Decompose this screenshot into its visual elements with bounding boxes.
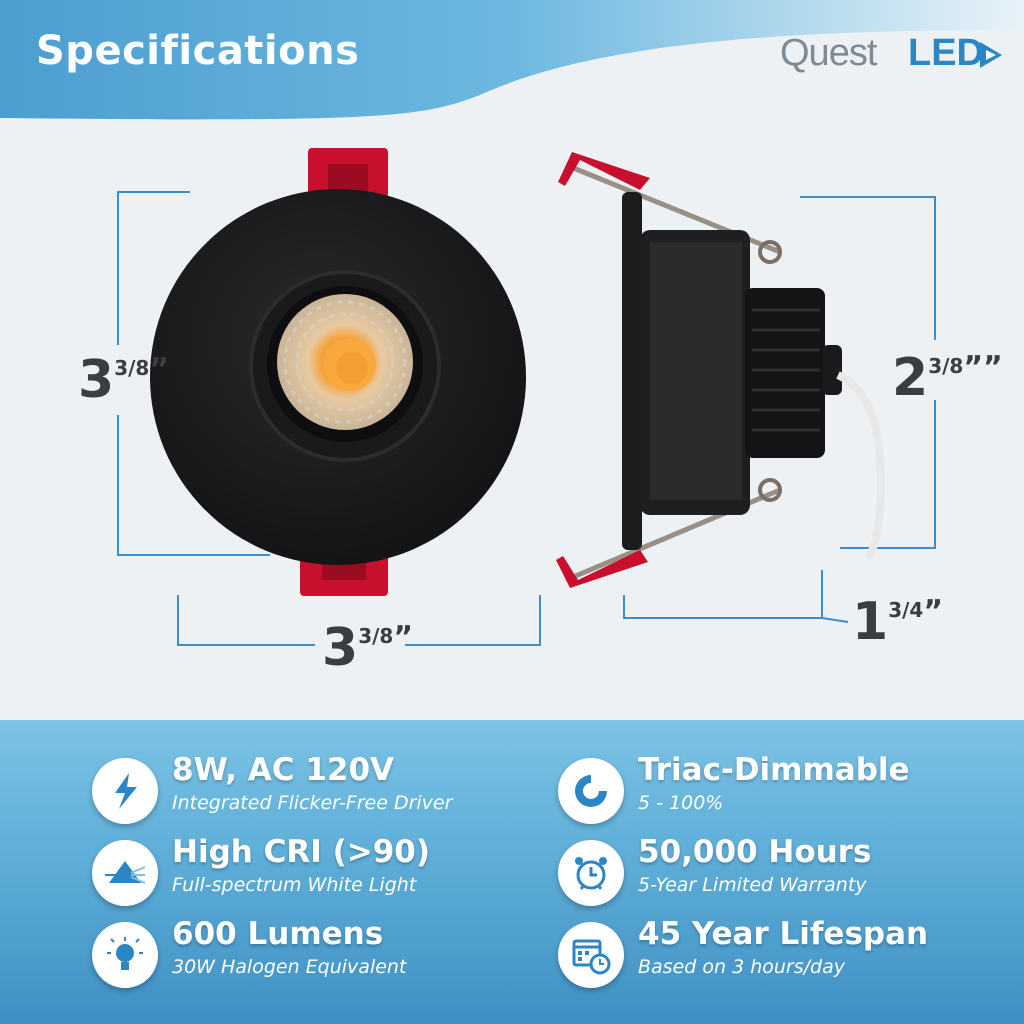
- feature-lumens: 600 Lumens 30W Halogen Equivalent: [92, 916, 532, 998]
- calendar-clock-icon: [558, 922, 624, 988]
- feature-dimmable: Triac-Dimmable 5 - 100%: [558, 752, 998, 834]
- side-fixture: [556, 152, 885, 588]
- dimmer-dial-icon: [558, 758, 624, 824]
- page-title: Specifications: [36, 28, 360, 74]
- feature-lifespan: 45 Year Lifespan Based on 3 hours/day: [558, 916, 998, 998]
- feature-hours: 50,000 Hours 5-Year Limited Warranty: [558, 834, 998, 916]
- product-illustration: 33/8” 33/8” 23/8”” 13/4”: [0, 130, 1024, 720]
- header-wave: [0, 0, 1024, 120]
- side-height-label: 23/8””: [892, 348, 1003, 408]
- light-bulb-icon: [92, 922, 158, 988]
- front-height-label: 33/8”: [78, 350, 170, 410]
- play-arrow-icon: [980, 42, 1002, 68]
- lightning-bolt-icon: [92, 758, 158, 824]
- feature-cri: High CRI (>90) Full-spectrum White Light: [92, 834, 532, 916]
- front-width-label: 33/8”: [322, 618, 414, 678]
- side-depth-line: [623, 570, 849, 623]
- brand-suffix: LED: [908, 32, 984, 74]
- features-panel: 8W, AC 120V Integrated Flicker-Free Driv…: [0, 720, 1024, 1024]
- fixture-drawings: [117, 148, 936, 646]
- side-depth-label: 13/4”: [852, 592, 944, 652]
- front-width-line: [177, 595, 541, 646]
- prism-icon: [92, 840, 158, 906]
- header-banner: Specifications Quest LED: [0, 0, 1024, 130]
- alarm-clock-icon: [558, 840, 624, 906]
- brand-logo: Quest LED: [780, 28, 1010, 88]
- front-height-line: [117, 191, 270, 556]
- brand-prefix: Quest: [780, 32, 877, 74]
- feature-power: 8W, AC 120V Integrated Flicker-Free Driv…: [92, 752, 532, 834]
